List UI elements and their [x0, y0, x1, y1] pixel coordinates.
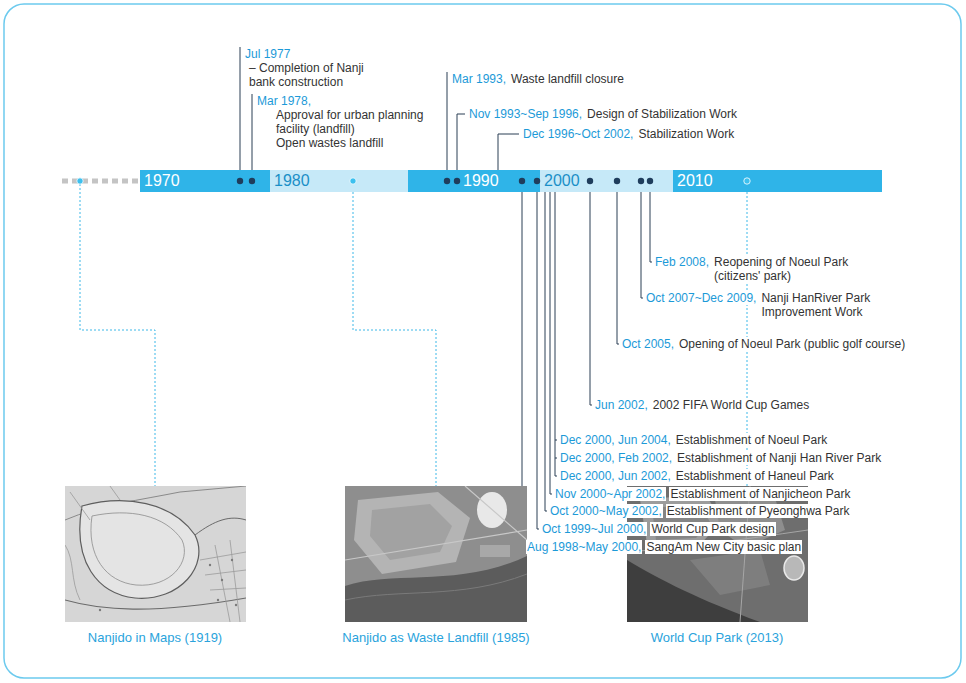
- event-date: Dec 2000, Jun 2002,: [559, 469, 672, 483]
- event-dot: [454, 178, 460, 184]
- photo-guide-line: [80, 184, 155, 486]
- decade-label: 1990: [463, 170, 499, 192]
- event-text: Establishment of Pyeonghwa Park: [666, 504, 851, 518]
- event-dot: [534, 178, 540, 184]
- event-dot: [249, 178, 255, 184]
- frame: [4, 4, 961, 678]
- event-date: Jul 1977: [244, 47, 291, 61]
- event-text: Establishment of Haneul Park: [675, 469, 835, 483]
- event-text: Establishment of Nanji Han River Park: [676, 451, 882, 465]
- event-date: Oct 2007~Dec 2009,: [645, 291, 757, 305]
- event-group: Dec 2000, Feb 2002,Establishment of Nanj…: [559, 451, 882, 465]
- leader-line: [617, 192, 619, 344]
- event-text: – Completion of Nanji bank construction: [248, 61, 380, 89]
- event-date: Oct 2000~May 2002,: [549, 504, 663, 518]
- event-text: Design of Stabilization Work: [586, 107, 738, 121]
- event-group: Oct 1999~Jul 2000,World Cup Park design: [541, 522, 776, 536]
- event-text: Establishment of Nanjicheon Park: [669, 487, 851, 501]
- event-text: World Cup Park design: [650, 522, 775, 536]
- event-dot: [444, 178, 450, 184]
- event-text: Opening of Noeul Park (public golf cours…: [678, 337, 906, 351]
- decade-label: 1980: [274, 170, 310, 192]
- timeline-band: 1980: [270, 170, 408, 192]
- photo-caption: World Cup Park (2013): [649, 630, 786, 646]
- event-group: Dec 2000, Jun 2002,Establishment of Hane…: [559, 469, 835, 483]
- timeline-band: 2010: [673, 170, 882, 192]
- event-group: Feb 2008,Reopening of Noeul Park (citize…: [654, 255, 855, 283]
- event-date: Nov 2000~Apr 2002,: [554, 487, 666, 501]
- event-date: Aug 1998~May 2000,: [526, 540, 642, 554]
- event-dot: [237, 178, 243, 184]
- event-text: Reopening of Noeul Park (citizens' park): [713, 255, 855, 283]
- event-group: Jul 1977– Completion of Nanji bank const…: [244, 47, 380, 89]
- event-date: Oct 2005,: [621, 337, 675, 351]
- leader-line: [457, 114, 465, 170]
- event-text: Nanji HanRiver Park Improvement Work: [760, 291, 887, 319]
- event-dot: [587, 178, 593, 184]
- event-date: Nov 1993~Sep 1996,: [468, 107, 583, 121]
- event-text: SangAm New City basic plan: [645, 540, 802, 554]
- event-text: 2002 FIFA World Cup Games: [652, 398, 811, 412]
- timeline-band: 1990: [408, 170, 540, 192]
- leader-line: [537, 192, 539, 529]
- leader-line: [447, 72, 448, 170]
- event-group: Oct 2007~Dec 2009,Nanji HanRiver Park Im…: [645, 291, 887, 319]
- map-photo: [65, 486, 246, 622]
- event-group: Mar 1978,Approval for urban planning fac…: [256, 94, 427, 150]
- lead-in-dots: [62, 179, 138, 184]
- event-group: Dec 1996~Oct 2002,Stabilization Work: [522, 127, 735, 141]
- leader-line: [252, 94, 253, 170]
- event-dot: [647, 178, 653, 184]
- event-date: Mar 1993,: [451, 72, 507, 86]
- event-group: Nov 2000~Apr 2002,Establishment of Nanji…: [554, 487, 852, 501]
- photo-dot: [350, 178, 356, 184]
- event-date: Jun 2002,: [594, 398, 649, 412]
- event-dot: [519, 178, 525, 184]
- event-date: Dec 2000, Feb 2002,: [559, 451, 673, 465]
- photo-caption: Nanjido in Maps (1919): [86, 630, 224, 646]
- event-date: Mar 1978,: [256, 94, 312, 108]
- event-group: Aug 1998~May 2000,SangAm New City basic …: [526, 540, 802, 554]
- event-date: Oct 1999~Jul 2000,: [541, 522, 647, 536]
- event-date: Dec 2000, Jun 2004,: [559, 433, 672, 447]
- leader-line: [240, 47, 241, 170]
- event-date: Dec 1996~Oct 2002,: [522, 127, 634, 141]
- leader-line: [650, 192, 652, 262]
- photo-dot: [77, 178, 83, 184]
- photo-dot: [744, 178, 750, 184]
- timeline-band: 2000: [540, 170, 673, 192]
- event-text: Waste landfill closure: [510, 72, 625, 86]
- leader-line: [498, 134, 519, 170]
- event-dot: [638, 178, 644, 184]
- event-dot: [614, 178, 620, 184]
- landfill-photo: [345, 486, 527, 622]
- event-group: Jun 2002,2002 FIFA World Cup Games: [594, 398, 810, 412]
- event-text: Open wastes landfill: [275, 136, 384, 150]
- timeline-band: 1970: [140, 170, 270, 192]
- event-group: Nov 1993~Sep 1996,Design of Stabilizatio…: [468, 107, 738, 121]
- photo-guides: [80, 184, 747, 486]
- decade-label: 2000: [544, 170, 580, 192]
- decade-label: 1970: [144, 170, 180, 192]
- leader-line: [545, 192, 547, 511]
- photo-caption: Nanjido as Waste Landfill (1985): [340, 630, 531, 646]
- event-text: Approval for urban planning facility (la…: [275, 108, 427, 136]
- event-dot-group: [237, 178, 653, 184]
- event-text: Stabilization Work: [637, 127, 735, 141]
- photo-dot-group: [77, 178, 750, 184]
- decade-label: 2010: [677, 170, 713, 192]
- event-date: Feb 2008,: [654, 255, 710, 269]
- event-group: Dec 2000, Jun 2004,Establishment of Noeu…: [559, 433, 828, 447]
- leader-line: [590, 192, 592, 405]
- leader-line: [555, 192, 557, 476]
- event-group: Oct 2000~May 2002,Establishment of Pyeon…: [549, 504, 851, 518]
- leader-line: [550, 192, 552, 494]
- event-group: Mar 1993,Waste landfill closure: [451, 72, 625, 86]
- leader-line: [641, 192, 643, 298]
- event-group: Oct 2005,Opening of Noeul Park (public g…: [621, 337, 906, 351]
- photo-guide-line: [353, 192, 436, 486]
- event-text: Establishment of Noeul Park: [675, 433, 828, 447]
